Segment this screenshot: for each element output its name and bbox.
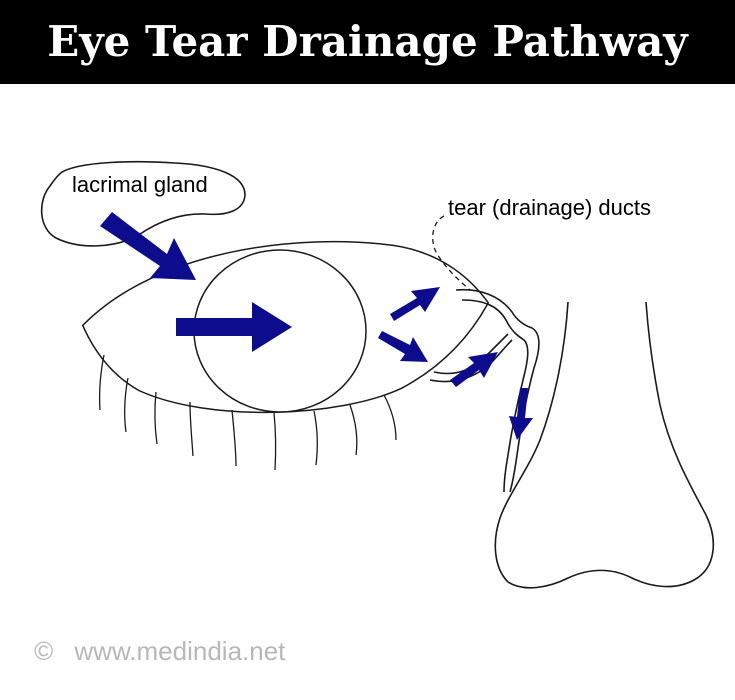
- nose: [494, 301, 714, 589]
- arrow-nasolacrimal-duct: [509, 388, 533, 440]
- eyelashes: [98, 354, 397, 471]
- arrow-upper-punctum: [390, 287, 440, 321]
- arrow-lower-duct: [450, 352, 498, 387]
- tear-ducts-label: tear (drainage) ducts: [448, 195, 651, 220]
- site-url: www.medindia.net: [74, 636, 286, 666]
- tear-drainage-diagram: lacrimal gland tear (drainage) ducts: [40, 160, 714, 589]
- flow-arrows: [100, 212, 533, 440]
- arrow-across-eye: [176, 302, 292, 352]
- watermark: © www.medindia.net: [34, 636, 285, 667]
- lacrimal-gland-shape: [40, 160, 246, 247]
- lacrimal-gland-label: lacrimal gland: [72, 172, 208, 197]
- arrow-lower-punctum: [378, 331, 428, 362]
- arrow-gland-to-eye: [100, 212, 196, 280]
- ducts-pointer-line: [432, 215, 471, 291]
- copyright-symbol: ©: [34, 636, 54, 666]
- page-title: Eye Tear Drainage Pathway: [0, 0, 735, 84]
